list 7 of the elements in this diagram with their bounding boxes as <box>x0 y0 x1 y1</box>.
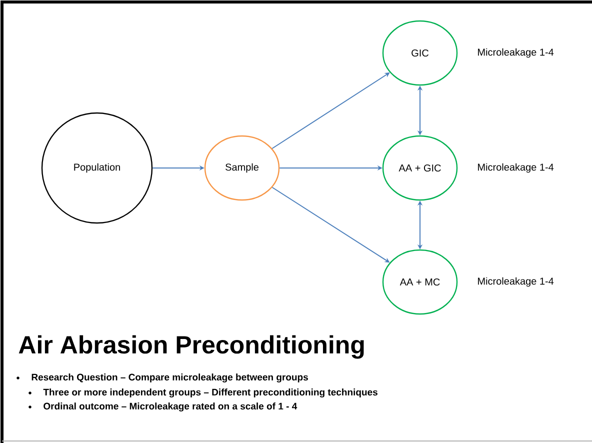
bullet-text: Research Question – Compare microleakage between groups <box>32 374 308 382</box>
node-caption: Microleakage 1-4 <box>478 277 554 287</box>
node-caption: Microleakage 1-4 <box>478 48 554 58</box>
bullet-text: Ordinal outcome – Microleakage rated on a scale of 1 - 4 <box>44 402 298 412</box>
slide-title: Air Abrasion Preconditioning <box>18 335 364 359</box>
node-caption: Microleakage 1-4 <box>478 163 554 173</box>
bullet-text: Three or more independent groups – Different preconditioning techniques <box>43 388 378 398</box>
